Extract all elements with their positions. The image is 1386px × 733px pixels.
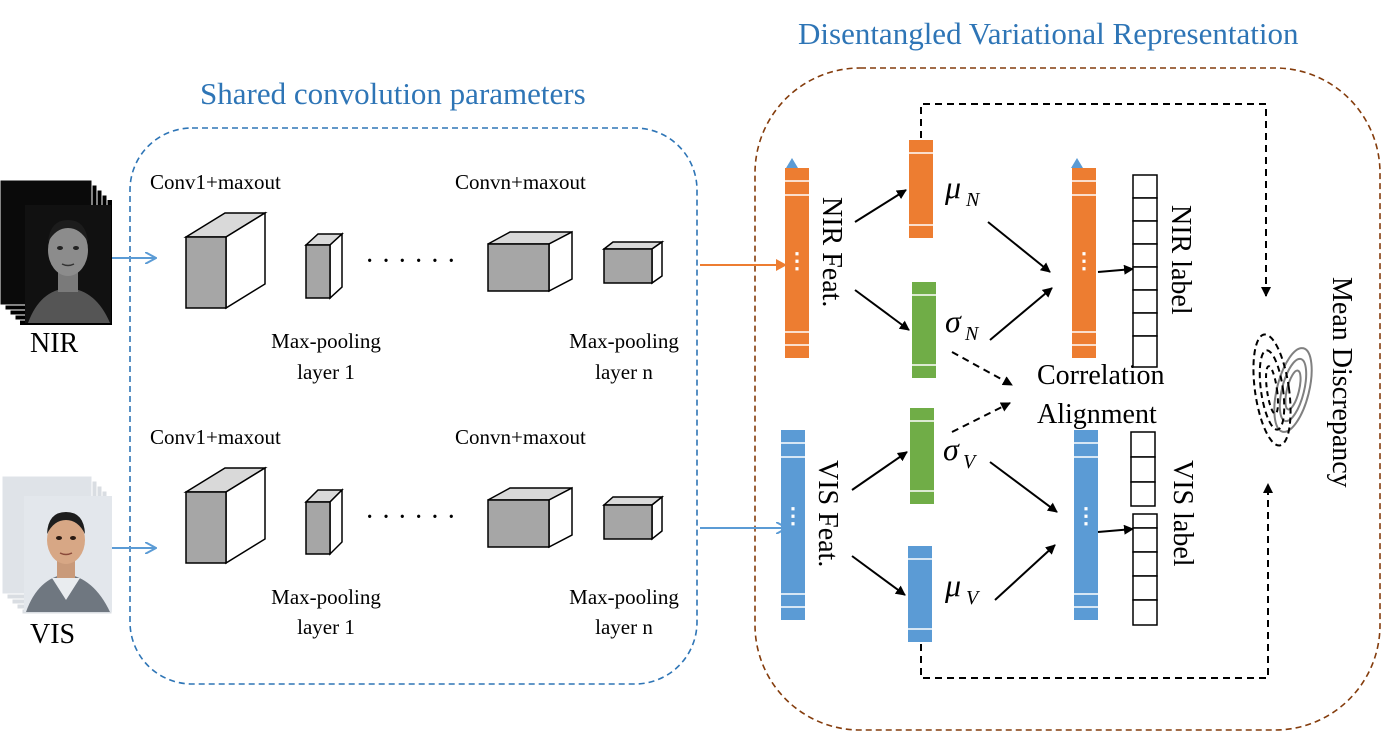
mu-v-to-fused-arrow [994, 544, 1056, 601]
top-pooln-label-line1: Max-pooling [569, 329, 679, 353]
vis-label-grid [1130, 431, 1158, 626]
sigma-v-subscript: V [963, 451, 978, 473]
top-convn-cube [487, 230, 573, 293]
vis-image-stack-icon [1, 475, 113, 615]
nir-feature-marker-icon [786, 158, 798, 168]
nir-fused-dots: ⋮ [1073, 248, 1095, 273]
nir-to-mu-arrow [854, 189, 907, 223]
top-pool1-cube [304, 232, 344, 300]
sigma-n-subscript: N [964, 323, 980, 345]
bottom-pooln-label-line1: Max-pooling [569, 585, 679, 609]
nir-image-stack-icon [0, 179, 112, 325]
nir-fused-to-label-arrow [1097, 264, 1134, 275]
vis-fused-bar [1074, 430, 1098, 620]
nir-fused-marker-icon [1071, 158, 1083, 168]
top-pooln-cube [601, 240, 665, 285]
sigma-v-to-fused-arrow [989, 461, 1058, 513]
nir-label-grid [1132, 174, 1158, 368]
bottom-pooln-cube [602, 495, 665, 541]
sigma-n-to-coral-arrow [951, 351, 1013, 386]
bottom-pool1-label-line1: Max-pooling [271, 585, 381, 609]
shared-conv-region [129, 127, 698, 685]
sigma-n-symbol: σ [945, 303, 962, 339]
sigma-v-symbol: σ [943, 431, 960, 467]
nir-fused-bar [1071, 158, 1096, 358]
mu-n-to-fused-arrow [987, 221, 1051, 273]
bottom-pool1-cube [304, 488, 344, 556]
mu-v-symbol: μ [944, 567, 961, 603]
vis-face-photo [24, 496, 112, 612]
disentangled-title: Disentangled Variational Representation [798, 16, 1299, 51]
bottom-pooln-label-line2: layer n [595, 615, 653, 639]
nir-to-sigma-arrow [854, 289, 910, 331]
vis-fused-to-label-arrow [1097, 524, 1134, 535]
sigma-n-bar [912, 282, 936, 378]
sigma-n-to-fused-arrow [989, 287, 1053, 341]
nir-label-text: NIR label [1165, 205, 1196, 315]
top-conv1-cube [183, 211, 268, 310]
vis-label-text: VIS label [1167, 460, 1198, 567]
nir-feature-label: NIR Feat. [816, 197, 847, 307]
bottom-conv1-label: Conv1+maxout [150, 425, 281, 449]
top-discrepancy-path [920, 103, 1271, 297]
mu-n-bar [909, 140, 933, 238]
top-ellipsis: · · · · · · [365, 246, 456, 277]
top-pooln-label-line2: layer n [595, 360, 653, 384]
sigma-v-bar [910, 408, 934, 504]
vis-feature-label: VIS Feat. [812, 460, 843, 567]
mean-discrepancy-label: Mean Discrepancy [1326, 277, 1357, 488]
top-convn-label: Convn+maxout [455, 170, 586, 194]
nir-feature-dots: ⋮ [786, 248, 808, 273]
mu-v-subscript: V [966, 587, 981, 609]
bottom-convn-cube [487, 486, 573, 549]
mu-n-subscript: N [965, 189, 981, 211]
bottom-convn-label: Convn+maxout [455, 425, 586, 449]
shared-params-title: Shared convolution parameters [200, 76, 586, 111]
top-pool1-label-line1: Max-pooling [271, 329, 381, 353]
vis-fused-dots: ⋮ [1075, 503, 1097, 528]
disentangled-region [754, 67, 1381, 731]
bottom-discrepancy-path [920, 483, 1273, 679]
bottom-conv1-cube [183, 466, 268, 565]
vis-to-sigma-arrow [851, 451, 908, 491]
bottom-pool1-label-line2: layer 1 [297, 615, 355, 639]
nir-face-photo [25, 205, 111, 323]
nir-feature-bar [785, 158, 809, 358]
correlation-label-line2: Alignment [1037, 399, 1157, 430]
nir-input-label: NIR [30, 328, 79, 359]
sigma-v-to-coral-arrow [951, 402, 1011, 433]
top-conv1-label: Conv1+maxout [150, 170, 281, 194]
vis-feature-bar [781, 430, 805, 620]
mu-v-bar [908, 546, 932, 642]
vis-to-mu-arrow [851, 555, 906, 596]
vis-input-label: VIS [30, 619, 75, 650]
distribution-contours-icon [1252, 333, 1313, 447]
top-pool1-label-line2: layer 1 [297, 360, 355, 384]
vis-feature-dots: ⋮ [782, 503, 804, 528]
bottom-ellipsis: · · · · · · [365, 502, 456, 533]
mu-n-symbol: μ [944, 169, 961, 205]
